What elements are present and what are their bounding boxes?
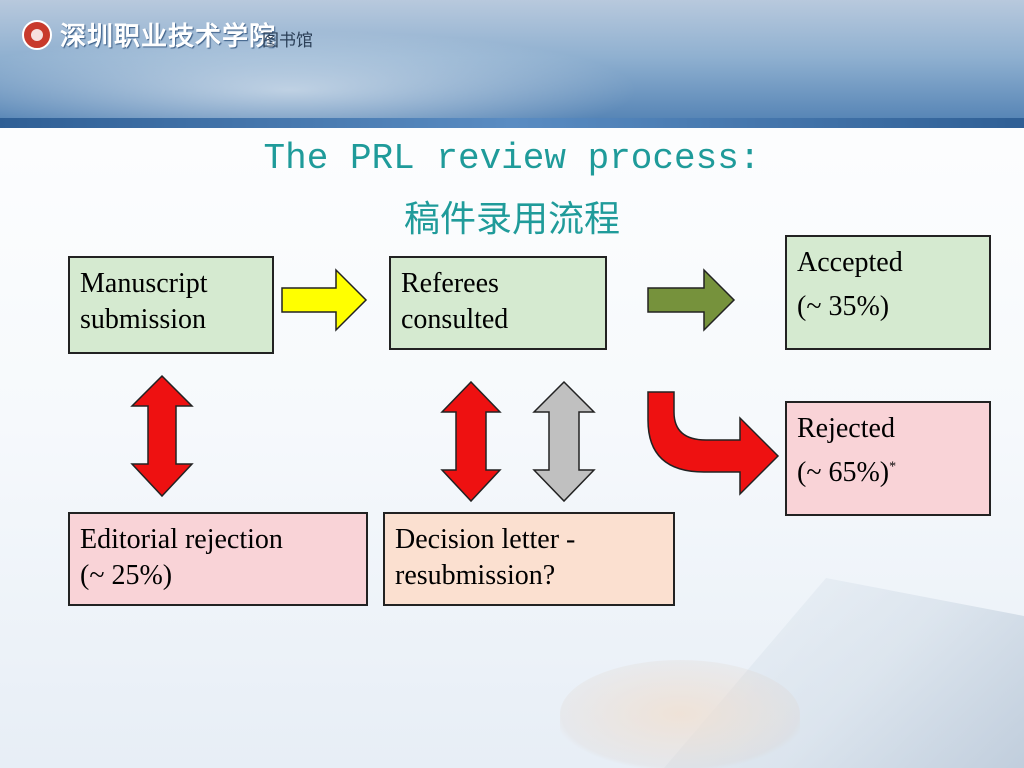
editorial-rejection-label: Editorial rejection: [80, 524, 283, 555]
referees-consulted-box: Referees consulted: [389, 256, 607, 350]
arrow-referees-decision-gray: [532, 380, 596, 503]
header-banner: 深圳职业技术学院 图书馆: [0, 0, 1024, 128]
rejected-footnote-marker: *: [889, 460, 897, 476]
banner-glow: [0, 30, 640, 128]
arrow-referees-decision-red: [440, 380, 502, 503]
manuscript-submission-label: Manuscript submission: [80, 268, 208, 336]
editorial-rejection-rate: (~ 25%): [80, 560, 173, 592]
banner-stripe: [0, 118, 1024, 128]
slide-title-chinese: 稿件录用流程: [403, 199, 620, 240]
arrow-manuscript-editorial: [130, 374, 194, 498]
arrow-referees-to-rejected: [647, 391, 780, 496]
school-name: 深圳职业技术学院: [60, 22, 277, 52]
school-logo-icon: [22, 20, 52, 50]
accepted-box: Accepted (~ 35%): [785, 235, 991, 350]
arrow-submission-to-referees: [281, 268, 368, 332]
rejected-box: Rejected (~ 65%)*: [785, 401, 991, 516]
referees-consulted-label: Referees consulted: [401, 268, 509, 336]
accepted-label: Accepted: [797, 247, 903, 278]
resubmission-label: resubmission?: [395, 560, 556, 592]
decision-letter-box: Decision letter - resubmission?: [383, 512, 675, 606]
rejected-label: Rejected: [797, 413, 895, 444]
library-name: 图书馆: [262, 31, 313, 51]
arrow-referees-to-accepted: [647, 268, 736, 332]
decision-letter-label: Decision letter -: [395, 524, 576, 555]
accepted-rate: (~ 35%): [797, 291, 890, 323]
hand-decoration: [560, 660, 800, 768]
slide-title: The PRL review process:: [263, 138, 761, 179]
editorial-rejection-box: Editorial rejection (~ 25%): [68, 512, 368, 606]
rejected-rate: (~ 65%): [797, 457, 890, 489]
manuscript-submission-box: Manuscript submission: [68, 256, 274, 354]
